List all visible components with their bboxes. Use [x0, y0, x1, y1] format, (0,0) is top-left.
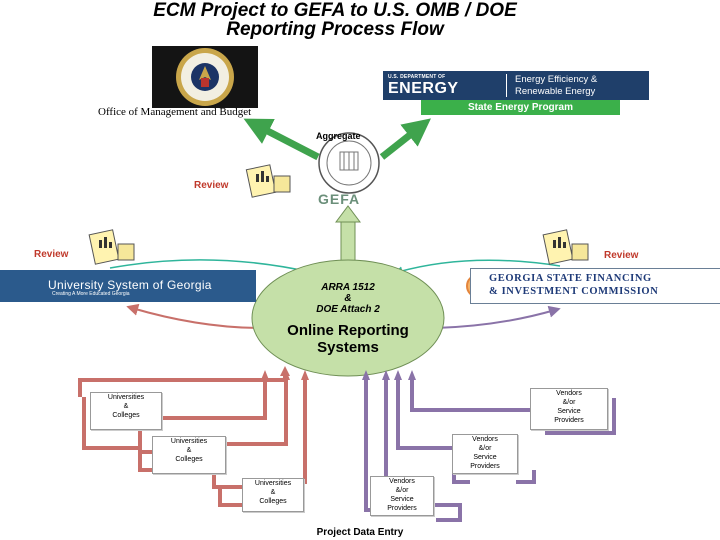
- gsfic-line2: & INVESTMENT COMMISSION: [489, 286, 659, 297]
- doe-logo: U.S. DEPARTMENT OF ENERGY Energy Efficie…: [383, 71, 649, 100]
- entry-line: Providers: [387, 505, 417, 512]
- oval-to-usg-arrow: [126, 303, 263, 329]
- entry-line: &: [186, 447, 192, 454]
- entry-line: Vendors: [556, 390, 582, 397]
- doe-program-label: State Energy Program: [421, 100, 620, 115]
- usg-to-oval-arrow: [109, 259, 315, 276]
- entry-vendors-1: Vendors &/or Service Providers: [370, 476, 434, 516]
- entry-line: Colleges: [112, 412, 140, 419]
- university-arrowheads: [261, 366, 309, 380]
- diagram-title-line1: ECM Project to GEFA to U.S. OMB / DOE: [153, 0, 517, 21]
- oval-to-gefa-arrow: [335, 205, 361, 267]
- entry-line: Universities: [170, 438, 208, 445]
- review-label-gsfic: Review: [604, 250, 639, 261]
- entry-line: Colleges: [259, 498, 287, 505]
- entry-line: Universities: [107, 394, 145, 401]
- entry-line: Service: [473, 454, 497, 461]
- usg-name: University System of Georgia: [48, 278, 212, 292]
- gefa-seal: [318, 132, 380, 194]
- entry-line: &/or: [478, 445, 492, 452]
- gsfic-line1: GEORGIA STATE FINANCING: [489, 273, 652, 284]
- entry-line: Vendors: [389, 478, 415, 485]
- entry-line: Providers: [554, 417, 584, 424]
- entry-line: &/or: [395, 487, 409, 494]
- entry-line: Service: [390, 496, 414, 503]
- omb-seal-graphic: [152, 46, 258, 108]
- entry-universities-2: Universities & Colleges: [152, 436, 226, 474]
- entry-line: Vendors: [472, 436, 498, 443]
- doe-separator: [506, 74, 507, 97]
- omb-caption: Office of Management and Budget: [98, 106, 252, 118]
- entry-line: &: [270, 489, 276, 496]
- center-doe-attach-label: DOE Attach 2: [316, 304, 380, 315]
- center-online-reporting-label: Online Reporting Systems: [248, 322, 448, 356]
- online-reporting-oval: [251, 259, 445, 377]
- center-line4: Online Reporting: [287, 322, 409, 339]
- aggregate-label: Aggregate: [316, 131, 361, 141]
- entry-line: Service: [557, 408, 581, 415]
- review-document-usg: [88, 229, 135, 265]
- doe-wordmark: ENERGY: [388, 80, 459, 97]
- entry-universities-3: Universities & Colleges: [242, 478, 304, 512]
- entry-line: &: [123, 403, 129, 410]
- doe-tagline1: Energy Efficiency &: [515, 74, 598, 85]
- aggregate-arrow-doe: [379, 118, 431, 160]
- gsfic-banner: GEORGIA STATE FINANCING & INVESTMENT COM…: [470, 268, 720, 304]
- usg-tagline: Creating A More Educated Georgia: [52, 291, 130, 297]
- review-document-gsfic: [542, 229, 589, 265]
- center-ampersand: &: [344, 293, 352, 304]
- entry-universities-1: Universities & Colleges: [90, 392, 162, 430]
- doe-tagline2: Renewable Energy: [515, 86, 596, 97]
- entry-vendors-2: Vendors &/or Service Providers: [452, 434, 518, 474]
- doe-department: U.S. DEPARTMENT OF: [388, 74, 446, 80]
- center-arra-label: ARRA 1512: [321, 282, 375, 293]
- review-label-gefa: Review: [194, 180, 229, 191]
- gsfic-to-oval-arrow: [393, 259, 561, 276]
- review-label-usg: Review: [34, 249, 69, 260]
- project-data-entry-label: Project Data Entry: [316, 527, 404, 538]
- oval-to-gsfic-arrow: [435, 305, 561, 329]
- diagram-title: ECM Project to GEFA to U.S. OMB / DOE Re…: [0, 1, 720, 39]
- entry-line: Providers: [470, 463, 500, 470]
- entry-line: &/or: [562, 399, 576, 406]
- review-document-gefa: [245, 164, 291, 198]
- aggregate-arrow-omb: [243, 118, 320, 161]
- entry-vendors-3: Vendors &/or Service Providers: [530, 388, 608, 430]
- entry-line: Universities: [254, 480, 292, 487]
- center-line5: Systems: [317, 339, 379, 356]
- usg-banner: University System of Georgia Creating A …: [0, 270, 256, 302]
- vendor-arrowheads: [362, 370, 416, 380]
- entry-line: Colleges: [175, 456, 203, 463]
- diagram-title-line2: Reporting Process Flow: [226, 19, 444, 40]
- gefa-name: GEFA: [318, 191, 361, 207]
